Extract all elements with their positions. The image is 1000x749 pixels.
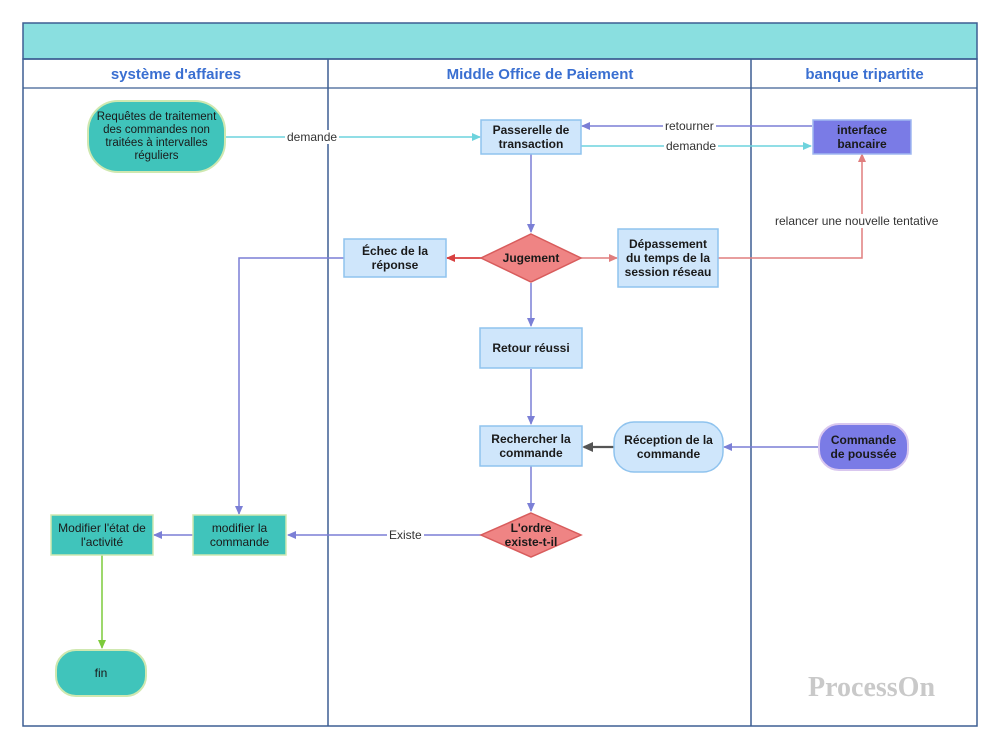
node-fin[interactable]: fin (94, 666, 108, 680)
node-depassement[interactable]: Dépassement du temps de la session résea… (624, 237, 712, 279)
node-retour-reussi[interactable]: Retour réussi (492, 341, 570, 355)
edge-label-demande-2: demande (664, 139, 719, 153)
passerelle-shape (480, 119, 582, 155)
interface-shape (812, 119, 912, 155)
node-modifier-commande[interactable]: modifier la commande (209, 521, 270, 549)
lane-title-middle-office: Middle Office de Paiement (446, 65, 634, 83)
node-interface-bancaire[interactable]: interface bancaire (836, 123, 888, 151)
push-shape (818, 423, 909, 471)
ordre-shape (479, 512, 583, 558)
node-passerelle[interactable]: Passerelle de transaction (492, 123, 570, 151)
node-requetes[interactable]: Requêtes de traitement des commandes non… (96, 110, 217, 162)
node-modifier-etat[interactable]: Modifier l'état de l'activité (58, 521, 146, 549)
edge-label-retourner: retourner (663, 119, 716, 133)
edge-echec-modifiercmd (235, 257, 344, 515)
processon-watermark: ProcessOn (808, 672, 936, 703)
edge-label-demande-1: demande (285, 130, 340, 144)
modifiercmd-shape (192, 514, 287, 556)
jugement-shape (479, 233, 583, 283)
node-echec[interactable]: Échec de la réponse (361, 244, 429, 272)
edge-label-relancer: relancer une nouvelle tentative (773, 214, 941, 228)
node-rechercher[interactable]: Rechercher la commande (491, 432, 571, 460)
node-reception[interactable]: Réception de la commande (624, 433, 713, 461)
requetes-shape (87, 100, 226, 173)
node-ordre-existe[interactable]: L'ordre existe-t-il (504, 521, 558, 549)
retour-shape (479, 327, 583, 369)
fin-shape (55, 649, 147, 697)
edge-label-existe: Existe (387, 528, 424, 542)
node-jugement[interactable]: Jugement (502, 251, 560, 265)
lane-frame (22, 58, 978, 727)
lane-title-banque: banque tripartite (805, 65, 924, 83)
echec-shape (343, 238, 447, 278)
reception-shape (613, 421, 724, 473)
rechercher-shape (479, 425, 583, 467)
lane-title-systeme-affaires: système d'affaires (110, 65, 242, 83)
edge-depassement-interface (718, 153, 866, 259)
modifieretat-shape (50, 514, 154, 556)
node-commande-poussee[interactable]: Commande de poussée (830, 433, 897, 461)
depassement-shape (617, 228, 719, 288)
header-band (22, 22, 978, 60)
